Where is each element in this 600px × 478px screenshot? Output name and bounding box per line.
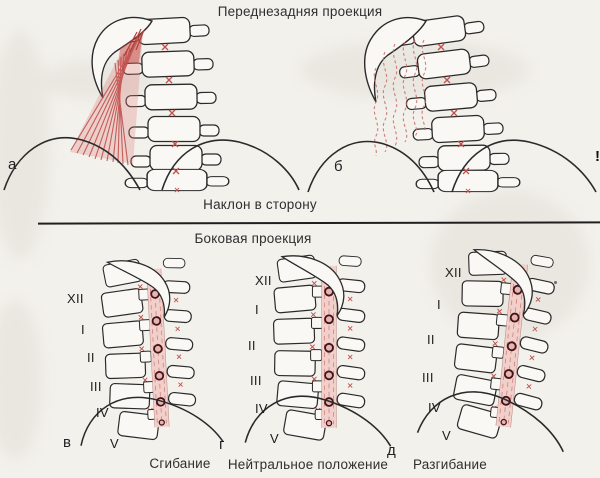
vertebra-label-ii: II	[427, 332, 435, 347]
pelvis-outline	[3, 136, 300, 191]
lateral-panel-neutral: XII I II III IV V г	[219, 256, 400, 461]
panel-letter-v: в	[63, 434, 71, 451]
lateral-panel-flexion: XII I II III IV V в	[55, 258, 230, 463]
lateral-panel-extension: XII I II III IV V д	[387, 252, 580, 459]
vertebra-label-ii: II	[248, 338, 256, 353]
vertebra-label-iv: IV	[255, 401, 268, 416]
vertebra-label-iv: IV	[428, 400, 441, 415]
caption-neutral: Нейтральное положение	[227, 457, 389, 472]
edge-exclamation-mark: !	[595, 148, 600, 165]
panel-letter-a: а	[8, 156, 17, 173]
vertebra-label-iv: IV	[96, 405, 109, 420]
paper-texture	[0, 300, 43, 460]
vertebra-label-xii: XII	[67, 291, 84, 306]
print-speck	[554, 281, 557, 284]
panel-letter-g: г	[219, 436, 225, 453]
vertebra-label-iii: III	[250, 373, 262, 388]
panel-letter-d: д	[387, 442, 396, 459]
rib-icon	[363, 16, 427, 103]
vertebra-label-iii: III	[422, 370, 434, 385]
divider-label-above: Наклон в сторону	[203, 197, 317, 212]
divider-label-below: Боковая проекция	[194, 231, 312, 246]
vertebra-label-xii: XII	[255, 273, 272, 288]
vertebra-label-i: I	[437, 297, 441, 312]
vertebra-label-i: I	[255, 302, 259, 317]
vertebra-label-v: V	[110, 436, 119, 451]
vertebra-label-ii: II	[87, 350, 95, 365]
vertebra-label-iii: III	[90, 379, 102, 394]
ap-panel-right	[307, 11, 597, 194]
lateral-spine-neutral	[225, 256, 400, 461]
vertebra-label-v: V	[270, 431, 279, 446]
muscle-relaxed	[373, 39, 427, 157]
pelvis-outline	[307, 139, 597, 193]
panel-letter-b: б	[334, 158, 343, 175]
caption-flexion: Сгибание	[149, 456, 211, 471]
caption-extension: Разгибание	[412, 457, 487, 472]
vertebra-label-v: V	[442, 428, 451, 443]
figure-title: Переднезадняя проекция	[217, 4, 383, 19]
ap-panel-left	[3, 15, 300, 193]
lateral-spine-flexion	[55, 258, 230, 463]
vertebrae-column	[392, 11, 521, 193]
muscle-taut	[70, 28, 145, 166]
vertebra-label-i: I	[81, 322, 85, 337]
vertebra-label-xii: XII	[445, 265, 462, 280]
